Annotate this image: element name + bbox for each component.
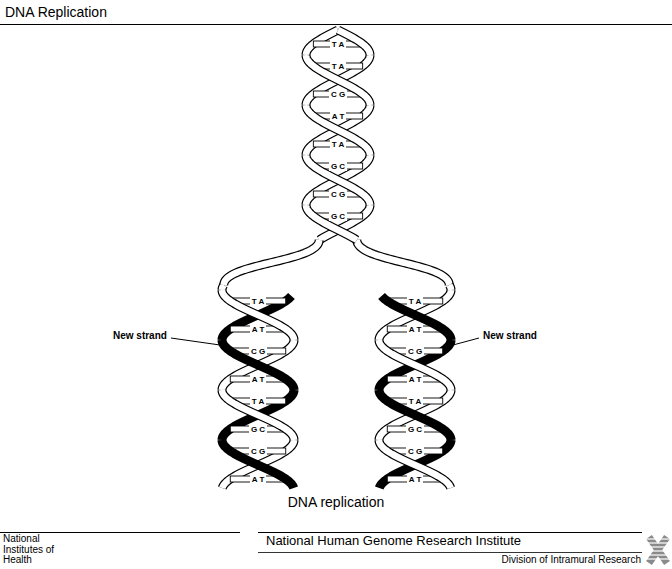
parent-strand-outline [222, 285, 224, 290]
base-pair-letters: T A [250, 297, 267, 306]
double-helix [222, 30, 451, 488]
parent-strand [379, 340, 451, 390]
parent-strand [222, 390, 294, 440]
parent-strand-outline [306, 205, 357, 240]
parent-strand-outline [449, 285, 451, 290]
base-pair-letters: G C [329, 212, 347, 221]
parent-strand [449, 285, 451, 290]
new-strand [379, 340, 451, 390]
base-pair-letters: A T [250, 325, 267, 334]
title-rule [0, 24, 672, 25]
parent-strand [222, 285, 224, 290]
strand-label: New strand [112, 330, 168, 342]
footer-rule [0, 532, 240, 533]
base-pair-letters: G C [249, 425, 267, 434]
base-pair-letters: T A [330, 62, 347, 71]
institute-name: National Institutes of Health [3, 534, 58, 566]
base-pair-letters: T A [330, 140, 347, 149]
base-pair-letters: A T [407, 325, 424, 334]
parent-strand-outline [222, 290, 294, 340]
leader-lines [171, 338, 479, 345]
new-strand [379, 390, 451, 440]
base-pair-letters: G C [406, 425, 424, 434]
logo-stripe [645, 550, 671, 551]
parent-strand [222, 340, 294, 390]
parent-strand-outline [379, 340, 451, 390]
logo-stripe [645, 546, 671, 547]
footer-rule [258, 552, 642, 553]
parent-strand [306, 55, 370, 105]
parent-strand-outline [357, 240, 449, 285]
parent-strand-outline [222, 440, 294, 488]
parent-strand [306, 105, 370, 155]
institute-logo [645, 537, 671, 563]
diagram-title: DNA Replication [5, 4, 107, 20]
parent-strand [306, 155, 370, 205]
new-strand [379, 440, 451, 488]
logo-stripe [645, 538, 671, 539]
leader-line [171, 338, 220, 345]
division-name: Division of Intramural Research [502, 554, 642, 566]
base-pair-letters: C G [249, 447, 267, 456]
base-pair-letters: A T [250, 475, 267, 484]
base-pair-letters: A T [250, 375, 267, 384]
base-pair-letters: C G [329, 90, 347, 99]
parent-strand-outline [224, 240, 319, 285]
base-pair-letters: T A [407, 397, 424, 406]
parent-strand-outline [379, 290, 451, 340]
base-pair-letters: G C [329, 162, 347, 171]
parent-strand [357, 240, 449, 285]
logo-stripe [645, 542, 671, 543]
parent-strand [379, 440, 451, 488]
base-pair-letters: T A [250, 397, 267, 406]
parent-strand [222, 290, 294, 340]
new-strand [222, 440, 294, 488]
parent-strand [306, 55, 370, 105]
new-strand [222, 340, 294, 390]
base-pair-letters: A T [330, 112, 347, 121]
figure-caption: DNA replication [288, 494, 385, 510]
base-pair-letters: C G [406, 447, 424, 456]
parent-strand [379, 390, 451, 440]
parent-strand-outline [306, 155, 370, 205]
base-pair-letters: T A [330, 40, 347, 49]
strand-label: New strand [482, 330, 538, 342]
new-strand [222, 390, 294, 440]
base-pair-letters: A T [407, 475, 424, 484]
parent-strand [224, 240, 319, 285]
parent-strand-outline [379, 440, 451, 488]
new-strand [382, 296, 451, 340]
logo-stripe [645, 558, 671, 559]
parent-strand-outline [379, 390, 451, 440]
base-pair-letters: T A [407, 297, 424, 306]
parent-strand-outline [306, 105, 370, 155]
leader-line [453, 338, 479, 345]
logo-stripe [645, 554, 671, 555]
parent-strand [306, 205, 357, 240]
parent-strand-outline [306, 105, 370, 155]
base-pair-letters: C G [249, 347, 267, 356]
base-pair-letters: C G [329, 190, 347, 199]
parent-strand-outline [222, 390, 294, 440]
base-pair-letters: A T [407, 375, 424, 384]
base-pair-letters: C G [406, 347, 424, 356]
parent-strand [222, 440, 294, 488]
parent-strand-outline [306, 55, 370, 105]
parent-strand-outline [222, 340, 294, 390]
parent-strand [306, 105, 370, 155]
parent-strand [306, 155, 370, 205]
parent-strand-outline [306, 155, 370, 205]
parent-strand [379, 290, 451, 340]
institute-name: National Human Genome Research Institute [266, 534, 521, 549]
footer-rule [258, 532, 642, 533]
parent-strand-outline [306, 55, 370, 105]
